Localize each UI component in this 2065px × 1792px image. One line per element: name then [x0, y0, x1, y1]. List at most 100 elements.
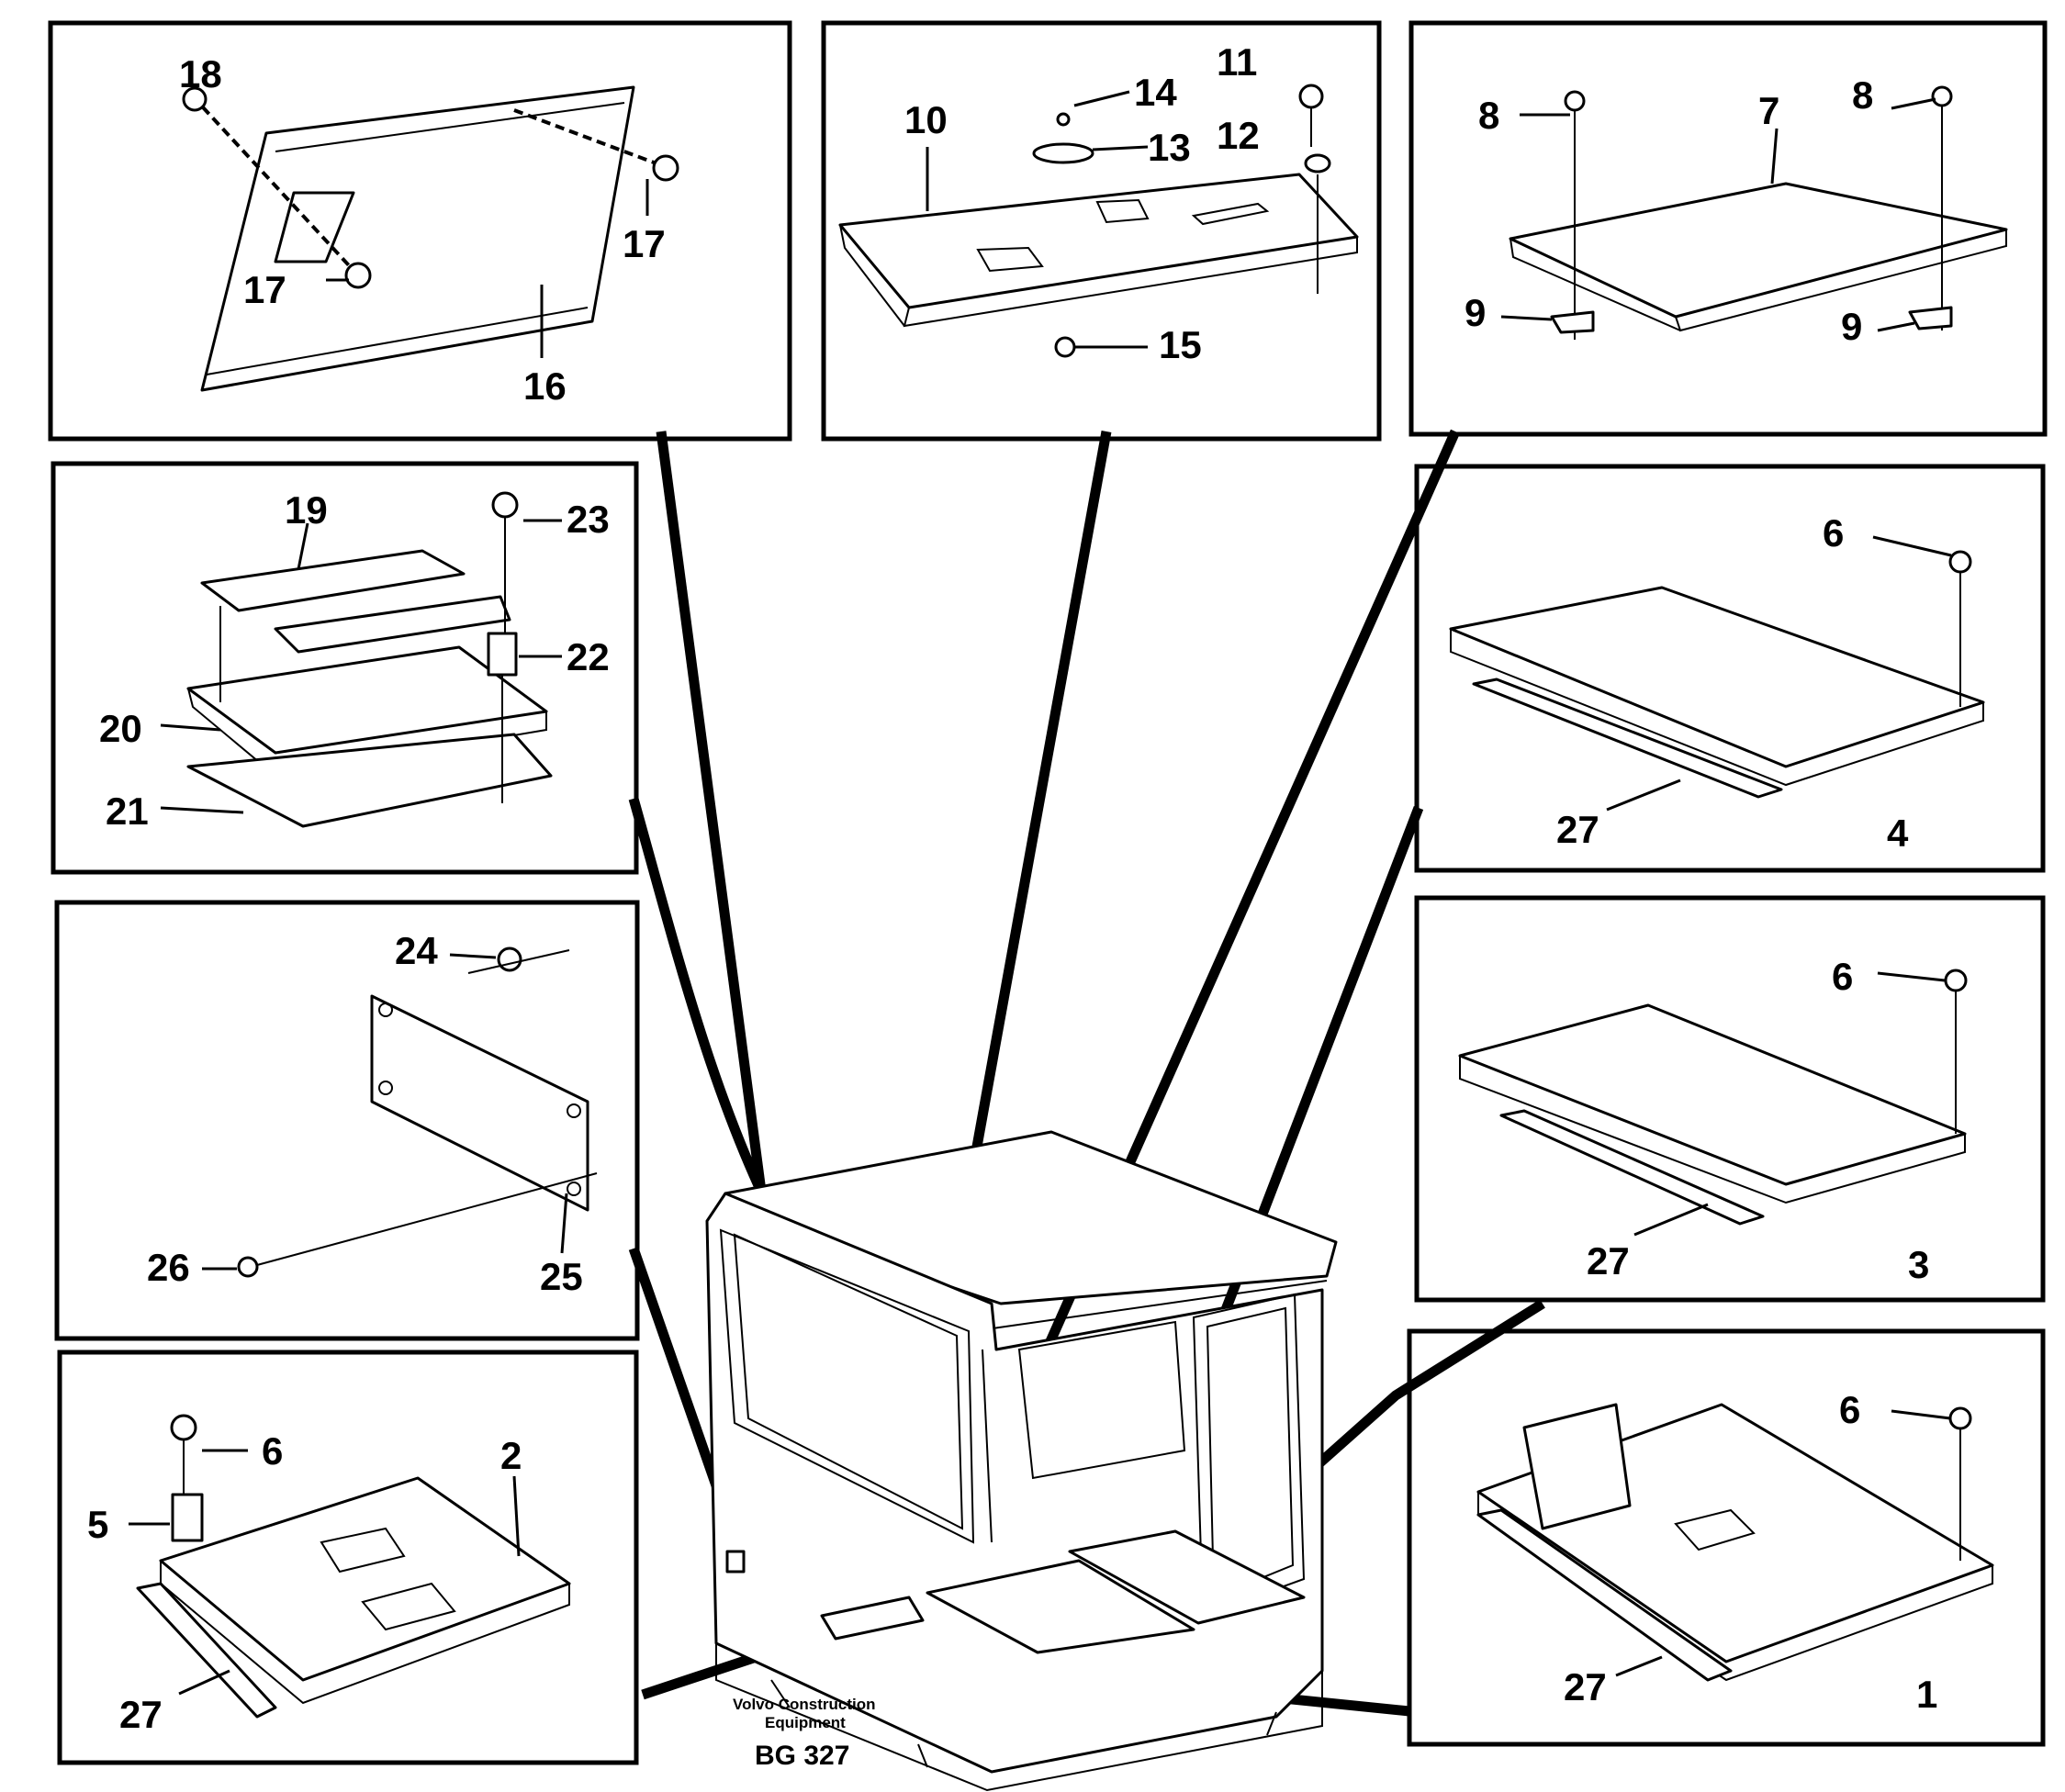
plate-cutout [320, 1527, 406, 1574]
label-3: 3 [1908, 1243, 1929, 1286]
label-11: 11 [1217, 40, 1257, 84]
label-14: 14 [1134, 71, 1177, 114]
plate-cutout [1674, 1508, 1756, 1551]
nut-icon [1054, 336, 1076, 358]
floor-plate-edge [160, 1561, 570, 1705]
screw-icon [1944, 969, 1968, 992]
label-10: 10 [904, 98, 948, 141]
screw-icon [1948, 550, 1972, 574]
bracket-icon [200, 549, 466, 612]
panel-frame [821, 20, 1382, 442]
bolt-icon [491, 491, 519, 519]
hole-icon [567, 1103, 581, 1118]
panel-frame [48, 20, 792, 442]
panel-top-left: 18 17 17 16 [48, 20, 792, 442]
screw-icon [1564, 90, 1586, 112]
screw-icon [1948, 1406, 1972, 1430]
label-1: 1 [1916, 1673, 1937, 1716]
mounting-plate-edge [1675, 230, 2007, 332]
label-23: 23 [567, 498, 610, 541]
label-7: 7 [1758, 89, 1779, 132]
rail-icon [1476, 1508, 1733, 1682]
leader-line [449, 953, 497, 959]
label-8: 8 [1478, 94, 1499, 137]
cab-rear-window [1017, 1320, 1186, 1480]
fastener-axis [467, 949, 570, 974]
leader-line [1891, 97, 1936, 110]
top-plate-edge [903, 237, 1358, 328]
leader-line [512, 1475, 521, 1557]
bolt-axis [191, 95, 360, 277]
panel-frame [1414, 895, 2046, 1303]
diagram-caption: Volvo Construction Equipment BG 327 [733, 1696, 876, 1771]
cab-front-window [719, 1228, 975, 1544]
cover-plate [370, 994, 589, 1212]
leader-line [1891, 1409, 1951, 1420]
fastener-axis [219, 517, 506, 803]
connector-beams [628, 429, 1545, 1717]
top-plate-edge [839, 224, 905, 327]
leader-line [160, 806, 244, 814]
cab-floor-panel-a [926, 1559, 1195, 1654]
panel-frame [1407, 1328, 2046, 1747]
leader-line [1073, 90, 1130, 107]
diagram-code: BG 327 [755, 1741, 849, 1771]
washer-icon [1032, 142, 1094, 164]
cover-plate-edge [275, 102, 625, 152]
panel-mid-left: 19 23 22 20 21 [51, 461, 639, 875]
plate-cutout [361, 1582, 456, 1631]
cab-pillar [982, 1349, 993, 1543]
cab-feet [770, 1679, 1277, 1768]
label-8: 8 [1852, 73, 1873, 117]
bolt-icon [344, 262, 372, 289]
fastener-axis [256, 1172, 598, 1266]
label-16: 16 [523, 364, 567, 408]
label-24: 24 [395, 929, 438, 972]
leader-line [1606, 778, 1681, 812]
panel-bottom-left: 6 2 5 27 [57, 1350, 639, 1765]
label-27: 27 [1556, 808, 1599, 851]
leader-line [1500, 315, 1553, 321]
floor-plate [1449, 586, 1985, 768]
panel-frame [51, 461, 639, 875]
cab-floor-panel-b [1068, 1529, 1306, 1625]
spacer-icon [171, 1493, 204, 1542]
panel-frame [1408, 20, 2048, 437]
rail-icon [136, 1582, 277, 1719]
floor-plate-edge [1459, 1056, 1966, 1204]
mounting-plate-edge [1509, 238, 1681, 331]
label-20: 20 [99, 707, 142, 750]
bolt-icon [652, 154, 679, 182]
leader-line [1872, 535, 1952, 557]
label-19: 19 [285, 488, 328, 532]
label-27: 27 [1564, 1665, 1607, 1708]
label-13: 13 [1148, 126, 1191, 169]
label-15: 15 [1159, 323, 1202, 366]
leader-line [1877, 321, 1915, 332]
label-22: 22 [567, 635, 610, 678]
panel-bottom-right: 6 27 1 [1407, 1328, 2046, 1747]
leader-line [178, 1669, 230, 1696]
hole-icon [378, 1002, 393, 1017]
label-17: 17 [243, 268, 286, 311]
screw-icon [1931, 85, 1953, 107]
panel-frame [57, 1350, 639, 1765]
rail-icon [1472, 678, 1783, 799]
clip-icon [1550, 310, 1595, 334]
label-6: 6 [1832, 955, 1853, 998]
label-26: 26 [147, 1246, 190, 1289]
publisher-line-1: Volvo Construction [733, 1696, 876, 1713]
cab-front-window-inner [733, 1233, 964, 1530]
gasket-icon [186, 733, 553, 828]
leader-line [1877, 971, 1946, 982]
cover-plate [200, 85, 635, 392]
label-21: 21 [106, 790, 149, 833]
label-6: 6 [1823, 511, 1844, 554]
label-2: 2 [500, 1434, 522, 1477]
panel-frame [54, 900, 640, 1341]
hole-icon [567, 1182, 581, 1196]
plate-cutout [976, 246, 1044, 273]
label-6: 6 [262, 1429, 283, 1473]
